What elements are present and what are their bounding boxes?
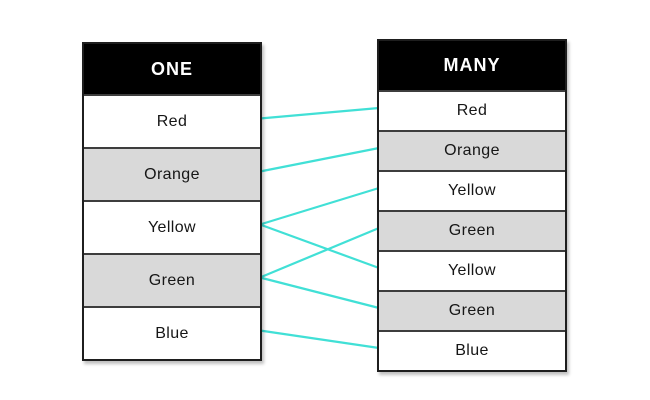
many-table-row-yellow: Yellow (379, 170, 565, 210)
many-table-row-green: Green (379, 210, 565, 250)
one-table-row-green: Green (84, 253, 260, 306)
connector-orange-to-orange-1 (259, 146, 380, 173)
many-table-row-blue: Blue (379, 330, 565, 370)
connector-yellow-to-yellow-2 (259, 186, 380, 226)
many-table-title: MANY (443, 55, 501, 75)
row-label: Red (156, 112, 188, 130)
one-table-row-red: Red (84, 94, 260, 147)
many-table-row-red: Red (379, 90, 565, 130)
row-label: Blue (455, 342, 489, 359)
many-table-row-green: Green (379, 290, 565, 330)
row-label: Yellow (447, 262, 497, 279)
row-label: Red (456, 102, 488, 119)
one-table-title: ONE (150, 58, 193, 79)
one-table-row-yellow: Yellow (84, 200, 260, 253)
row-label: Green (448, 302, 496, 319)
connector-green-to-green-5 (259, 276, 380, 310)
row-label: Green (448, 222, 496, 239)
many-table-row-yellow: Yellow (379, 250, 565, 290)
connector-blue-to-blue-6 (259, 329, 380, 350)
row-label: Orange (144, 165, 200, 183)
row-label: Blue (155, 324, 189, 342)
many-table-row-orange: Orange (379, 130, 565, 170)
row-label: Yellow (147, 218, 197, 236)
many-table-header: MANY (379, 41, 565, 90)
row-label: Green (148, 271, 196, 289)
connector-green-to-green-3 (259, 226, 380, 279)
row-label: Yellow (447, 182, 497, 199)
one-table-row-orange: Orange (84, 147, 260, 200)
connector-yellow-to-yellow-4 (259, 223, 380, 270)
one-table-row-blue: Blue (84, 306, 260, 359)
connector-red-to-red-0 (259, 106, 380, 120)
one-table-header: ONE (84, 44, 260, 94)
row-label: Orange (444, 142, 500, 159)
